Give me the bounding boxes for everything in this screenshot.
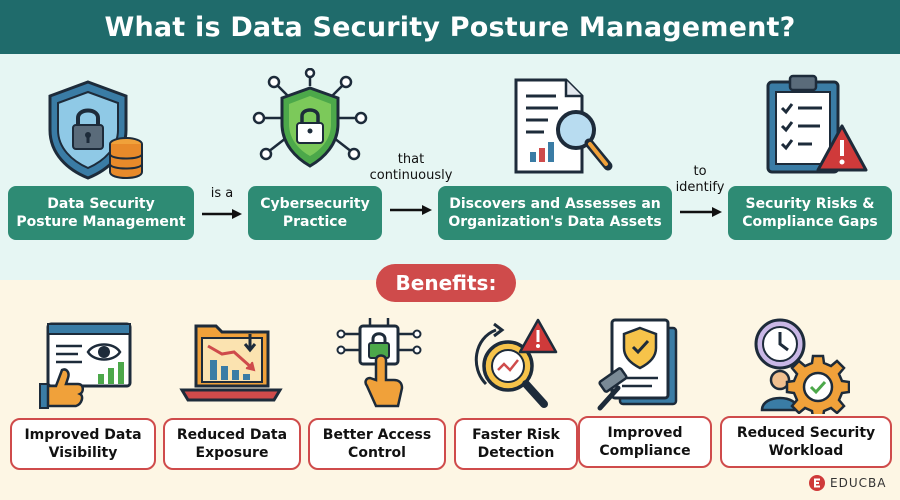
connector-label-that-continuously: that continuously	[369, 152, 453, 183]
flow-box-risks-gaps: Security Risks & Compliance Gaps	[728, 186, 892, 240]
benefit-reduced-security-workload: Reduced Security Workload	[720, 416, 892, 468]
title-bar: What is Data Security Posture Management…	[0, 0, 900, 54]
laptop-chart-down-icon	[179, 324, 283, 402]
benefit-reduced-data-exposure: Reduced Data Exposure	[163, 418, 301, 470]
shield-lock-database-icon	[48, 80, 143, 180]
flow-box-discovers-assesses: Discovers and Assesses an Organization's…	[438, 186, 672, 240]
arrow-right-icon	[390, 205, 432, 215]
benefit-better-access-control: Better Access Control	[308, 418, 446, 470]
educba-logo-icon	[809, 475, 825, 491]
flow-box-cybersecurity-practice: Cybersecurity Practice	[248, 186, 382, 240]
page-title: What is Data Security Posture Management…	[104, 11, 796, 43]
document-magnifier-icon	[514, 78, 613, 174]
flow-box-dspm: Data Security Posture Management	[8, 186, 194, 240]
checklist-warning-icon	[766, 74, 868, 174]
benefit-improved-compliance: Improved Compliance	[578, 416, 712, 468]
circuit-shield-lock-icon	[252, 68, 368, 168]
educba-logo-text: EDUCBA	[830, 476, 887, 490]
benefits-heading: Benefits:	[376, 264, 516, 302]
circuit-lock-hand-icon	[336, 318, 422, 408]
definition-panel	[0, 54, 900, 280]
connector-label-is-a: is a	[210, 186, 234, 201]
educba-logo: EDUCBA	[808, 474, 886, 492]
benefit-faster-risk-detection: Faster Risk Detection	[454, 418, 578, 470]
connector-label-to-identify: to identify	[675, 164, 725, 195]
certificate-gavel-icon	[597, 318, 678, 411]
clock-person-gear-icon	[754, 318, 850, 414]
monitor-eye-thumbs-up-icon	[39, 322, 132, 409]
benefit-improved-data-visibility: Improved Data Visibility	[10, 418, 156, 470]
magnifier-alert-icon	[474, 318, 558, 408]
arrow-right-icon	[202, 209, 242, 219]
arrow-right-icon	[680, 207, 722, 217]
